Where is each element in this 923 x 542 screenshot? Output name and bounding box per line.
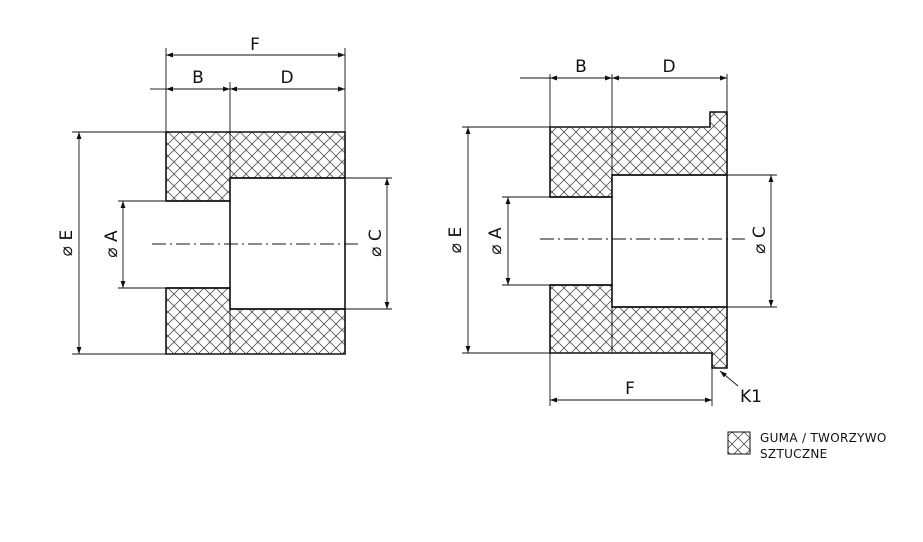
- bushing-plain-section-bottom: [165, 287, 346, 355]
- bushing-plain: F B D ⌀ E ⌀ A ⌀ C: [57, 35, 392, 355]
- label-K1: K1: [740, 387, 762, 407]
- legend-line-2: SZTUCZNE: [760, 447, 828, 461]
- leader-K1: [719, 370, 739, 387]
- bushing-flanged-bore-outline: [550, 174, 728, 308]
- label-B-right: B: [575, 57, 587, 77]
- label-E-left: ⌀ E: [57, 230, 77, 256]
- label-F-left: F: [250, 35, 260, 55]
- bushing-flanged-section-bottom: [549, 284, 728, 369]
- label-A-left: ⌀ A: [102, 230, 122, 258]
- label-D-left: D: [280, 68, 293, 88]
- label-B-left: B: [192, 68, 204, 88]
- label-C-left: ⌀ C: [366, 229, 386, 257]
- label-C-right: ⌀ C: [750, 226, 770, 254]
- label-D-right: D: [662, 57, 675, 77]
- legend: GUMA / TWORZYWO SZTUCZNE: [727, 431, 887, 461]
- bushing-flanged-section-top: [549, 111, 728, 198]
- bushing-plain-bore-outline: [166, 177, 346, 310]
- legend-line-1: GUMA / TWORZYWO: [760, 431, 887, 445]
- label-F-right: F: [625, 379, 635, 399]
- label-A-right: ⌀ A: [486, 227, 506, 255]
- bushing-plain-section-top: [165, 131, 346, 202]
- legend-hatch-swatch: [727, 431, 751, 455]
- bushing-flanged: B D ⌀ E ⌀ A ⌀ C F K1: [446, 57, 777, 407]
- label-E-right: ⌀ E: [446, 227, 466, 253]
